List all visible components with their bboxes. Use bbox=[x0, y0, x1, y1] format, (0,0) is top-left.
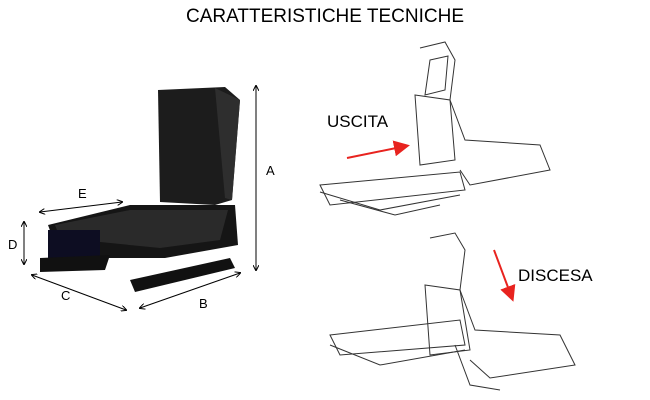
dimension-b-label: B bbox=[199, 296, 208, 311]
descent-arrow bbox=[493, 249, 516, 302]
exit-diagram bbox=[319, 41, 551, 216]
descent-diagram bbox=[329, 232, 576, 391]
exit-arrow bbox=[346, 140, 410, 159]
dimension-d-label: D bbox=[8, 237, 18, 252]
dimension-e-arrow bbox=[40, 202, 122, 212]
dimension-c-label: C bbox=[61, 288, 71, 303]
dimension-a-label: A bbox=[266, 163, 275, 178]
seat-base-image bbox=[40, 87, 240, 292]
dimension-e-label: E bbox=[78, 186, 87, 201]
dimension-c-arrow bbox=[32, 275, 126, 310]
descent-label: DISCESA bbox=[518, 266, 593, 285]
dimension-b-arrow bbox=[140, 273, 240, 308]
page-title: CARATTERISTICHE TECNICHE bbox=[186, 6, 464, 27]
exit-label: USCITA bbox=[327, 112, 389, 131]
